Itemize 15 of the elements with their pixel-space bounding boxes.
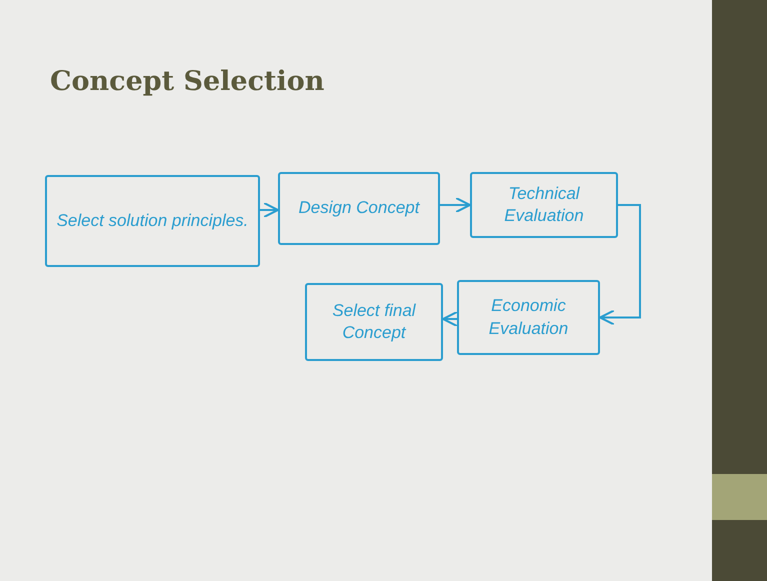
box-label: Design Concept [298,197,420,220]
box-label: Select solution principles. [56,210,248,232]
box-label: Technical Evaluation [503,182,585,227]
arrow [442,310,458,328]
process-box [278,172,440,245]
arrow [598,204,641,326]
box-label: Economic Evaluation [488,295,570,340]
process-box [470,172,618,238]
arrow [440,196,472,214]
process-box [305,283,443,361]
process-box [457,280,600,355]
slide-title: Concept Selection [50,66,324,97]
arrow [260,202,280,218]
box-label: Select final Concept [331,300,417,344]
process-box [45,175,260,267]
